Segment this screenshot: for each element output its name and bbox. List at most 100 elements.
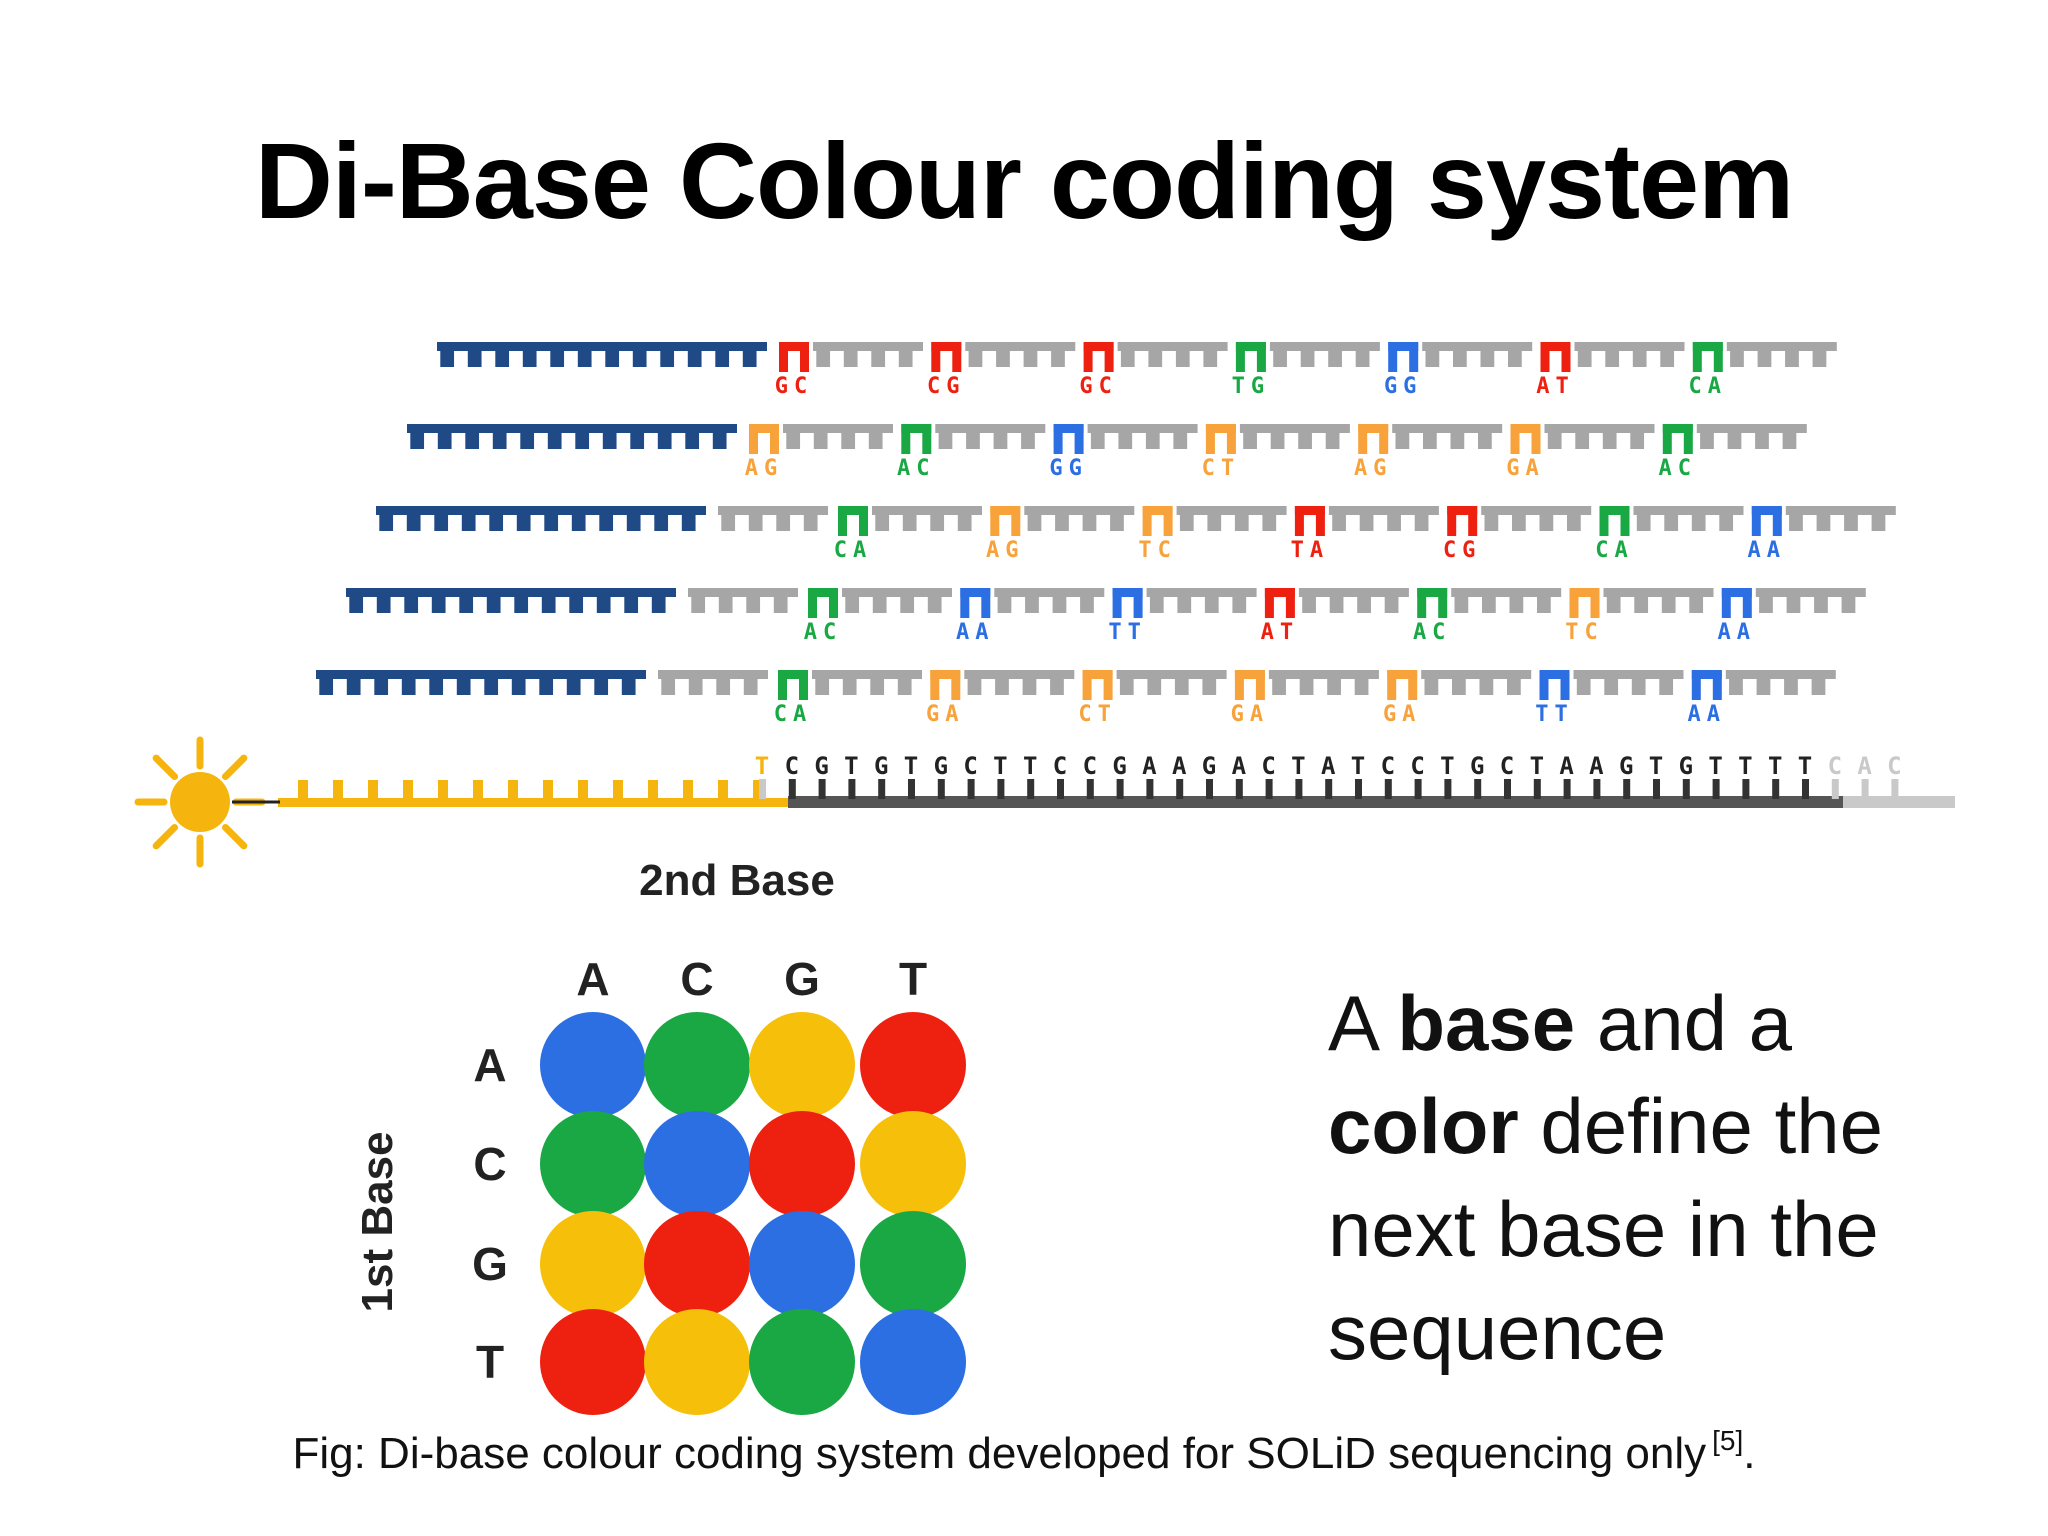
probe-tail-tooth: [967, 670, 982, 695]
probe-tail-tooth: [1755, 424, 1769, 449]
probe-tail-tooth: [938, 424, 953, 449]
probe-tail-tooth: [1027, 506, 1042, 531]
probe-tail-tooth: [1051, 342, 1065, 367]
template-faded-bar: [1843, 796, 1955, 808]
primer-block-tooth: [410, 424, 425, 449]
matrix-row-label: C: [473, 1138, 506, 1190]
probe-base-pair: AA: [956, 620, 995, 645]
probe-leg: [779, 342, 788, 372]
template-base: C: [1261, 752, 1275, 780]
probe-leg: [1540, 342, 1550, 372]
probe-base-pair: CA: [834, 538, 873, 563]
probe-head: [749, 424, 779, 433]
probe-tail-tooth: [996, 342, 1010, 367]
probe-tail-tooth: [1395, 424, 1410, 449]
probe-leg: [799, 670, 808, 700]
template-tooth: [1861, 779, 1869, 799]
probe-tail-bar: [1146, 588, 1257, 597]
probe-tail-tooth: [900, 588, 915, 613]
probe-leg: [1082, 670, 1092, 700]
probe-base-pair: AA: [1748, 538, 1787, 563]
probe-tail-tooth: [1203, 342, 1218, 367]
probe-tail: [1633, 506, 1744, 531]
probe-tail-tooth: [995, 670, 1009, 695]
matrix-col-label: C: [680, 953, 713, 1005]
statement-word: and a: [1596, 979, 1793, 1067]
probe-tail-tooth: [1507, 670, 1521, 695]
template-base: T: [1738, 752, 1752, 780]
probe-tail-tooth: [1689, 588, 1704, 613]
probe: GG: [1384, 342, 1533, 399]
probe-tail-tooth: [1090, 424, 1105, 449]
probe-tail-tooth: [1661, 588, 1676, 613]
probe-tail: [1298, 588, 1409, 613]
probe-tail-bar: [1239, 424, 1350, 433]
probe-tail-bar: [1392, 424, 1503, 433]
primer-block-tooth: [516, 506, 531, 531]
probe-tail: [1087, 424, 1198, 449]
probe: CA: [1689, 342, 1837, 399]
probe-tail-bar: [1573, 670, 1684, 679]
probe-tail-tooth: [968, 342, 983, 367]
probe-tail-bar: [1633, 506, 1744, 515]
primer-block: [376, 506, 706, 531]
probe-base-pair: CG: [927, 374, 966, 399]
probe-leg: [1387, 670, 1397, 700]
template-tooth: [1831, 779, 1839, 799]
probe-leg: [1691, 670, 1701, 700]
probe: AT: [1261, 588, 1409, 645]
probe-tail: [1544, 424, 1655, 449]
adapter-tooth: [403, 780, 413, 800]
matrix-cell: [749, 1012, 855, 1118]
probe-tail: [1574, 342, 1685, 367]
probe-tail: [1725, 670, 1836, 695]
probe-tail-tooth: [1355, 342, 1370, 367]
probe-head: [990, 506, 1021, 515]
primer-block-tooth: [461, 506, 476, 531]
probe-leg: [1409, 342, 1419, 372]
spacer-block-tooth: [718, 588, 733, 613]
matrix-cell: [749, 1111, 855, 1217]
probe-leg: [1692, 342, 1702, 372]
template-base: C: [1053, 752, 1067, 780]
probe-tail-tooth: [871, 342, 886, 367]
primer-block-tooth: [404, 588, 419, 613]
probe-tail-bar: [1696, 424, 1807, 433]
template-tooth: [1474, 779, 1482, 799]
probe-head: [1358, 424, 1389, 433]
probe-tail: [1117, 342, 1228, 367]
probe-tail-tooth: [957, 506, 972, 531]
probe: AG: [986, 506, 1135, 563]
statement-line-1: A base and a: [1328, 972, 2028, 1075]
probe-head: [779, 342, 809, 351]
probe-tail-tooth: [1359, 506, 1374, 531]
probe-tail-tooth: [1604, 670, 1619, 695]
probe-tail: [1421, 670, 1532, 695]
probe-leg: [1083, 342, 1093, 372]
probe-tail-tooth: [1021, 424, 1035, 449]
probe-tail-bar: [1451, 588, 1562, 597]
primer-block-tooth: [550, 342, 565, 367]
probe-leg: [951, 670, 961, 700]
probe-leg: [1721, 588, 1731, 618]
probe-tail-tooth: [1841, 588, 1856, 613]
probe-head: [1662, 424, 1693, 433]
probe-tail-tooth: [1025, 588, 1039, 613]
probe-head: [1539, 670, 1570, 679]
probe-tail: [1392, 424, 1503, 449]
probe-tail-tooth: [1786, 588, 1801, 613]
probe-tail: [994, 588, 1105, 613]
probe-leg: [1539, 670, 1549, 700]
probe-leg: [981, 588, 991, 618]
template-tooth: [1384, 779, 1392, 799]
probe-tail-tooth: [1632, 342, 1647, 367]
probe-tail-tooth: [897, 670, 912, 695]
probe: AT: [1536, 342, 1685, 399]
probe-tail: [1603, 588, 1714, 613]
probe-tail-bar: [842, 588, 952, 597]
probe-tail-tooth: [1234, 506, 1249, 531]
probe-base-pair: AA: [1688, 702, 1727, 727]
probe-tail-tooth: [1575, 424, 1590, 449]
template-tooth: [1325, 779, 1333, 799]
caption-period: .: [1743, 1429, 1756, 1478]
